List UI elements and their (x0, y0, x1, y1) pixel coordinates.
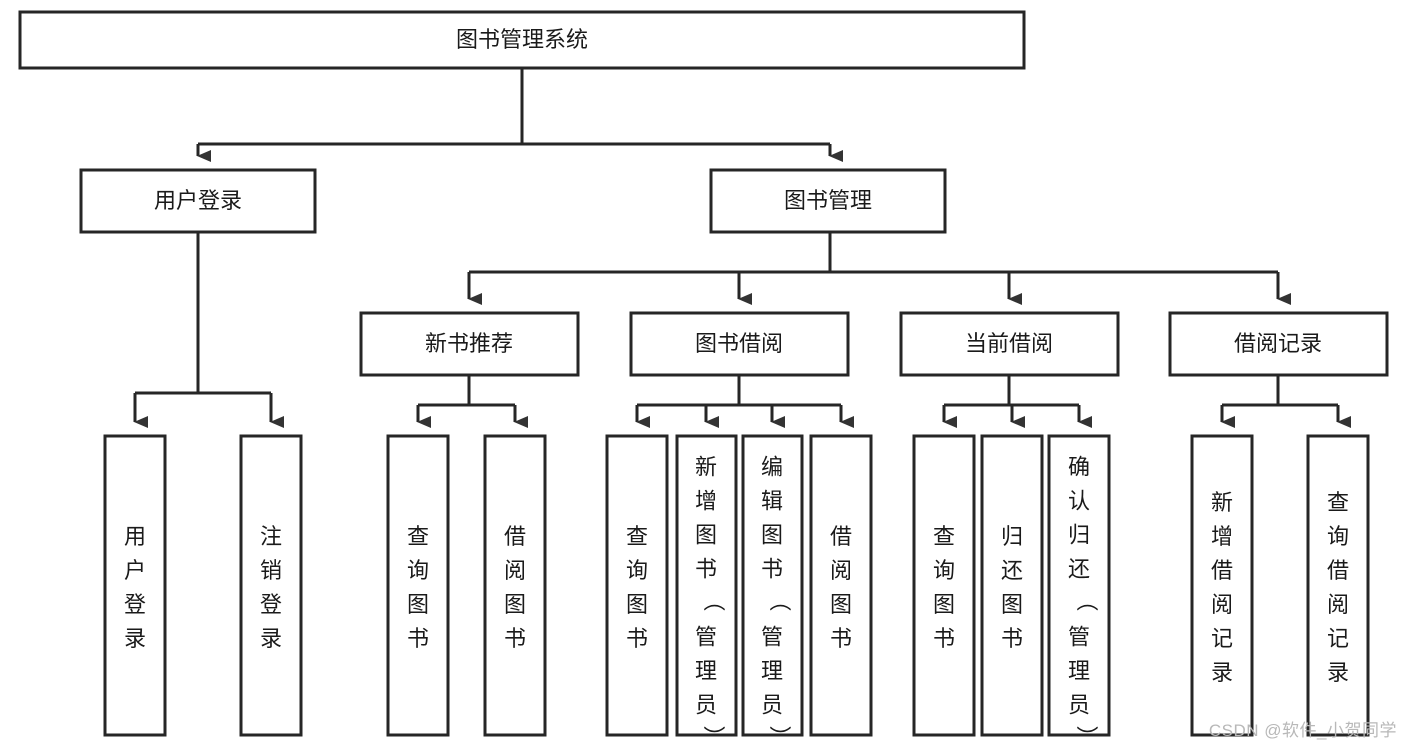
node-leaf-add-book-box[interactable] (675, 434, 738, 737)
node-leaf-borrow-book-2-box[interactable] (809, 434, 873, 737)
node-root[interactable]: 图书管理系统 (18, 10, 1026, 70)
svg-text:（: （ (767, 590, 792, 612)
node-leaf-edit-book-label: 编辑图书管理员 (761, 455, 783, 718)
node-leaf-borrow-book-1-label: 借阅图书 (504, 524, 526, 651)
connectors-book-borrow-to-leaves (635, 375, 854, 428)
node-leaf-query-book-2[interactable]: 查询图书 (605, 434, 669, 737)
node-leaf-query-book-3-label: 查询图书 (933, 524, 955, 651)
node-leaf-confirm-return-label: 确认归还管理员 (1068, 455, 1090, 718)
node-root-box[interactable] (18, 10, 1026, 70)
node-leaf-borrow-book-2[interactable]: 借阅图书 (809, 434, 873, 737)
connectors-borrow-record-to-leaves (1220, 375, 1351, 428)
node-book-manage[interactable]: 图书管理 (709, 168, 947, 234)
node-new-book-rec[interactable]: 新书推荐 (359, 311, 580, 377)
node-leaf-user-login[interactable]: 用户登录 (103, 434, 167, 737)
node-borrow-record-box[interactable] (1168, 311, 1389, 377)
node-leaf-query-record-box[interactable] (1306, 434, 1370, 737)
node-book-borrow-box[interactable] (629, 311, 850, 377)
connectors-user-login-to-leaves (133, 232, 284, 428)
node-new-book-rec-box[interactable] (359, 311, 580, 377)
node-leaf-query-record[interactable]: 查询借阅记录 (1306, 434, 1370, 737)
node-leaf-add-record-label: 新增借阅记录 (1211, 490, 1233, 685)
node-borrow-record[interactable]: 借阅记录 (1168, 311, 1389, 377)
node-borrow-record-label: 借阅记录 (1234, 331, 1322, 356)
node-user-login-box[interactable] (79, 168, 317, 234)
svg-text:（: （ (1074, 590, 1099, 612)
connectors-new-book-rec-to-leaves (416, 375, 528, 428)
connectors-current-borrow-to-leaves (942, 375, 1092, 428)
node-leaf-query-record-label: 查询借阅记录 (1327, 490, 1349, 685)
node-leaf-logout-label: 注销登录 (260, 524, 282, 651)
connectors-root-to-level1 (196, 68, 843, 162)
svg-text:）: ） (767, 726, 792, 747)
node-leaf-query-book-1[interactable]: 查询图书 (386, 434, 450, 737)
node-leaf-query-book-1-label: 查询图书 (407, 524, 429, 651)
node-leaf-return-book[interactable]: 归还图书 (980, 434, 1044, 737)
connectors-book-manage-to-level2 (467, 232, 1291, 305)
node-user-login-label: 用户登录 (154, 188, 242, 213)
node-leaf-borrow-book-1[interactable]: 借阅图书 (483, 434, 547, 737)
node-user-login[interactable]: 用户登录 (79, 168, 317, 234)
node-current-borrow-label: 当前借阅 (965, 331, 1053, 356)
csdn-watermark: CSDN @软件_小贺同学 (1208, 721, 1397, 740)
node-leaf-edit-book[interactable]: 编辑图书管理员 （ ） (741, 434, 804, 747)
node-leaf-logout[interactable]: 注销登录 (239, 434, 303, 737)
svg-text:（: （ (701, 590, 726, 612)
node-leaf-query-book-1-box[interactable] (386, 434, 450, 737)
svg-text:）: ） (1074, 726, 1099, 747)
node-leaf-user-login-box[interactable] (103, 434, 167, 737)
node-leaf-add-record-box[interactable] (1190, 434, 1254, 737)
node-leaf-confirm-return-box[interactable] (1047, 434, 1111, 737)
node-new-book-rec-label: 新书推荐 (425, 331, 513, 356)
node-root-label: 图书管理系统 (456, 27, 588, 52)
node-leaf-logout-box[interactable] (239, 434, 303, 737)
node-current-borrow-box[interactable] (899, 311, 1120, 377)
node-leaf-add-book[interactable]: 新增图书管理员 （ ） (675, 434, 738, 747)
node-leaf-query-book-3[interactable]: 查询图书 (912, 434, 976, 737)
node-current-borrow[interactable]: 当前借阅 (899, 311, 1120, 377)
node-book-borrow-label: 图书借阅 (695, 331, 783, 356)
node-leaf-add-record[interactable]: 新增借阅记录 (1190, 434, 1254, 737)
svg-text:）: ） (701, 726, 726, 747)
node-leaf-query-book-2-label: 查询图书 (626, 524, 648, 651)
node-book-manage-label: 图书管理 (784, 188, 872, 213)
node-leaf-return-book-label: 归还图书 (1001, 524, 1023, 651)
node-book-borrow[interactable]: 图书借阅 (629, 311, 850, 377)
node-leaf-borrow-book-2-label: 借阅图书 (830, 524, 852, 651)
node-leaf-return-book-box[interactable] (980, 434, 1044, 737)
node-leaf-query-book-3-box[interactable] (912, 434, 976, 737)
node-leaf-user-login-label: 用户登录 (124, 524, 146, 651)
node-leaf-edit-book-box[interactable] (741, 434, 804, 737)
node-leaf-confirm-return[interactable]: 确认归还管理员 （ ） (1047, 434, 1111, 747)
node-leaf-borrow-book-1-box[interactable] (483, 434, 547, 737)
node-leaf-query-book-2-box[interactable] (605, 434, 669, 737)
node-leaf-add-book-label: 新增图书管理员 (695, 455, 717, 718)
node-book-manage-box[interactable] (709, 168, 947, 234)
